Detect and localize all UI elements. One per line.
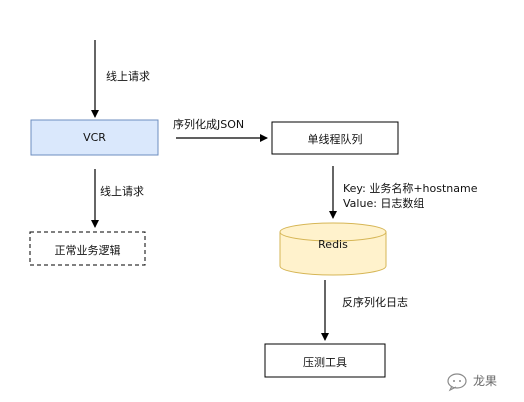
stress-tool-label: 压测工具 <box>303 356 347 369</box>
single-queue-label: 单线程队列 <box>307 133 363 146</box>
value-label: Value: 日志数组 <box>343 197 425 210</box>
key-label: Key: 业务名称+hostname <box>343 182 478 195</box>
top-request-label: 线上请求 <box>106 70 150 83</box>
vcr-box <box>30 119 159 156</box>
deserialize-label: 反序列化日志 <box>342 296 408 309</box>
redis-label: Redis <box>318 238 348 251</box>
redis-cylinder <box>279 222 387 276</box>
lower-request-label: 线上请求 <box>100 185 144 198</box>
vcr-label: VCR <box>83 131 106 144</box>
watermark-text: 龙果 <box>473 374 498 388</box>
normal-logic-box <box>29 231 146 266</box>
stress-tool-box <box>264 343 386 378</box>
wechat-bubble-icon <box>447 373 467 392</box>
single-queue-box <box>271 121 399 155</box>
serialize-label: 序列化成JSON <box>173 118 245 131</box>
normal-logic-label: 正常业务逻辑 <box>54 244 121 257</box>
